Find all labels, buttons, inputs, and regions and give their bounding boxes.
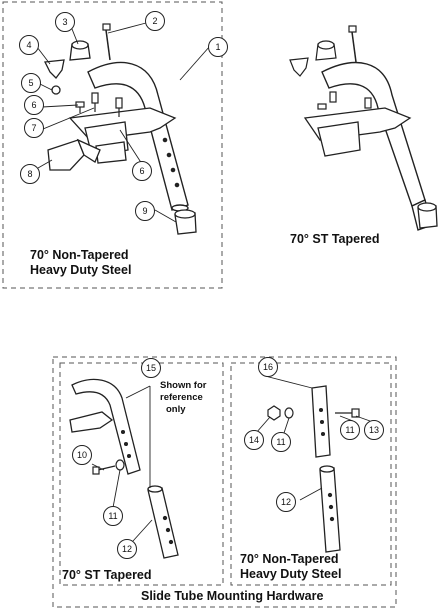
hardware-16 (267, 405, 360, 421)
reference-note-line-2: reference (160, 392, 203, 403)
callout-14: 14 (244, 430, 264, 450)
bracket-plate-right (303, 107, 412, 157)
callout-4: 4 (19, 35, 39, 55)
frame-tube-nontapered (87, 61, 189, 212)
slide-tube-15 (147, 485, 179, 559)
group-box-1 (2, 1, 223, 289)
caption-st-tapered-bottom: 70° ST Tapered (62, 568, 152, 582)
group-box-slide-tube (52, 356, 397, 608)
caption-bottom-line-1: 70° Non-Tapered (240, 552, 339, 566)
group-box-16 (230, 362, 392, 586)
reference-note-line-3: only (166, 404, 186, 415)
footrest-clamp (47, 138, 101, 171)
leader-lines (36, 22, 371, 542)
caption-line-2: Heavy Duty Steel (30, 263, 132, 277)
tube-reference-16 (311, 385, 331, 458)
callout-10: 10 (72, 445, 92, 465)
callout-16: 16 (258, 357, 278, 377)
screws-top (75, 23, 123, 117)
end-cap-right (417, 202, 438, 229)
screw-10 (92, 459, 125, 475)
caption-nontapered-bottom: 70° Non-Tapered Heavy Duty Steel (240, 552, 341, 582)
callout-1: 1 (208, 37, 228, 57)
bumper-and-cap (43, 40, 91, 95)
end-cap-9 (174, 209, 197, 235)
caption-line-1: 70° Non-Tapered (30, 248, 129, 262)
caption-bottom-line-2: Heavy Duty Steel (240, 567, 342, 581)
callout-6: 6 (24, 95, 44, 115)
callout-7: 7 (24, 118, 44, 138)
callout-9: 9 (135, 201, 155, 221)
callout-11c: 11 (340, 420, 360, 440)
callout-11b: 11 (271, 432, 291, 452)
callout-8: 8 (20, 164, 40, 184)
callout-3: 3 (55, 12, 75, 32)
callout-13: 13 (364, 420, 384, 440)
callout-2: 2 (145, 11, 165, 31)
reference-note-line-1: Shown for (160, 380, 207, 391)
caption-slide-tube: Slide Tube Mounting Hardware (141, 589, 324, 603)
caption-st-tapered-top: 70° ST Tapered (290, 232, 380, 246)
callout-5: 5 (21, 73, 41, 93)
callout-6b: 6 (132, 161, 152, 181)
callout-12b: 12 (276, 492, 296, 512)
callout-15: 15 (141, 358, 161, 378)
reference-note: Shown for reference only (160, 380, 206, 416)
callout-12: 12 (117, 539, 137, 559)
tube-reference-15 (69, 378, 141, 475)
slide-tube-16 (319, 465, 341, 553)
callout-11: 11 (103, 506, 123, 526)
screws-right (289, 25, 372, 110)
caption-nontapered-top: 70° Non-Tapered Heavy Duty Steel (30, 248, 131, 278)
